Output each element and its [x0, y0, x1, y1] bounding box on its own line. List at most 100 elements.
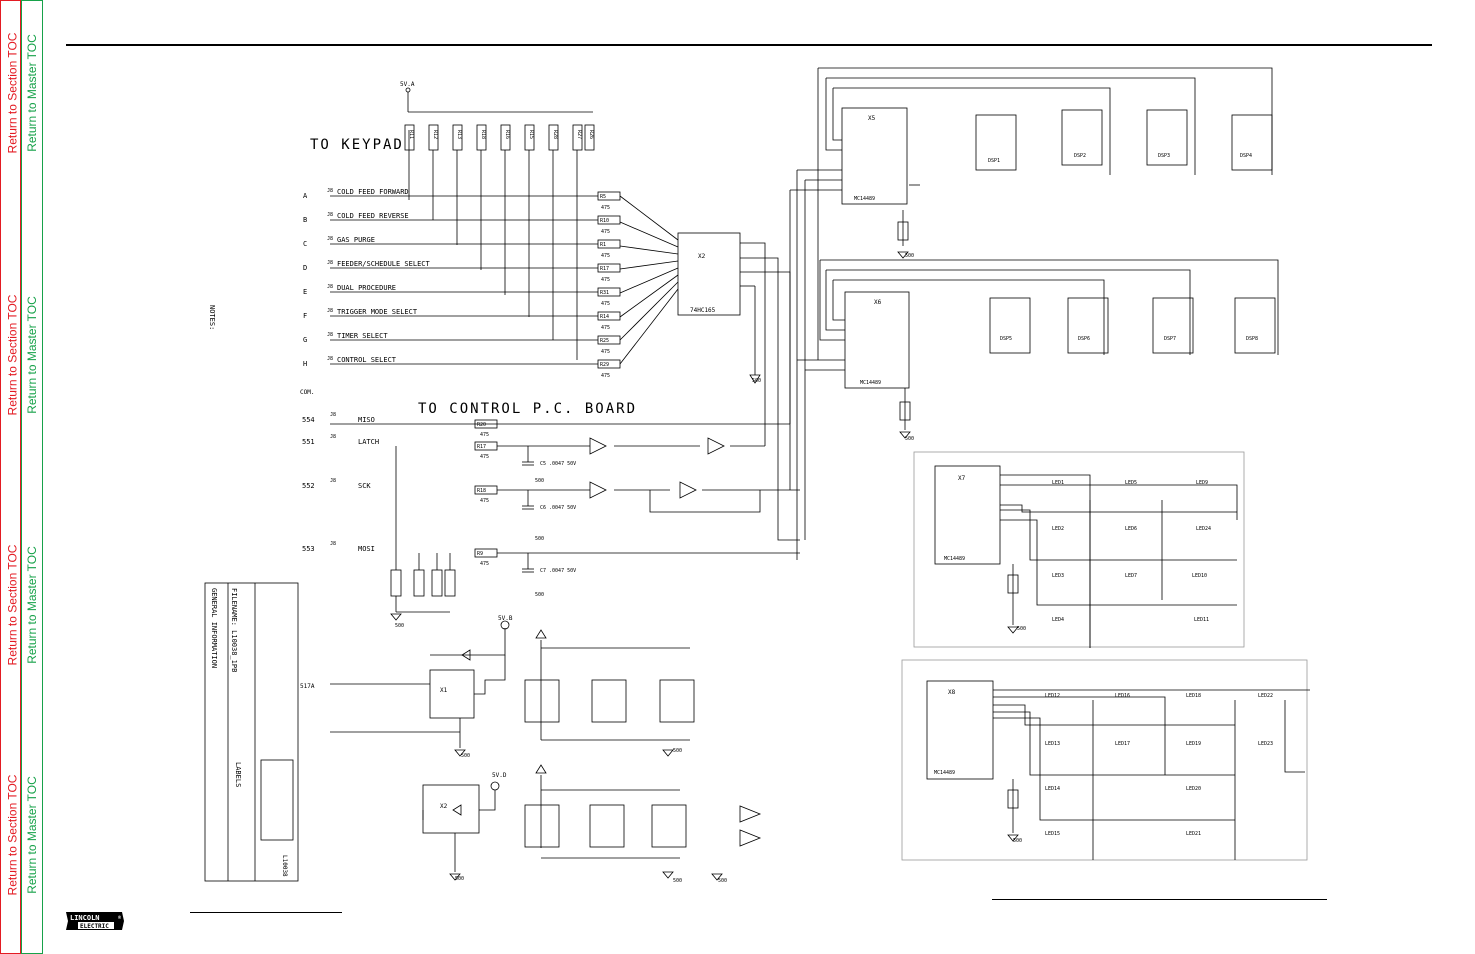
- keypad-series-resistor: [597, 215, 621, 225]
- keypad-resistor-ref: R1: [600, 242, 606, 248]
- keypad-pin-label: D: [303, 264, 307, 272]
- keypad-resistor-value: 475: [601, 301, 610, 307]
- keypad-resistor-ref: R14: [600, 314, 609, 320]
- notes-title: NOTES:: [208, 305, 216, 330]
- ground-label: 500: [905, 436, 914, 442]
- control-net-label: 553: [302, 545, 315, 553]
- doc-ref-label: L10038: [281, 855, 288, 877]
- led-label: LED16: [1115, 693, 1130, 699]
- keypad-signal-label: COLD FEED REVERSE: [337, 212, 409, 220]
- pullup-resistor-ref: R11: [408, 130, 414, 139]
- keypad-signal-label: FEEDER/SCHEDULE SELECT: [337, 260, 431, 268]
- keypad-signal-label: CONTROL SELECT: [337, 356, 397, 364]
- lincoln-electric-logo: LINCOLN ELECTRIC ®: [66, 912, 124, 930]
- pullup-resistor: [476, 124, 487, 151]
- keypad-signal-label: DUAL PROCEDURE: [337, 284, 396, 292]
- keypad-resistor-value: 475: [601, 277, 610, 283]
- pullup-resistor: [524, 124, 535, 151]
- regulator-x1-label: X1: [440, 687, 448, 694]
- ground-label: 500: [718, 878, 727, 884]
- net-517a-label: 517A: [300, 683, 315, 690]
- keypad-resistor-ref: R5: [600, 194, 606, 200]
- ground-label: 500: [673, 878, 682, 884]
- ground-label: 500: [455, 876, 464, 882]
- control-resistor-value: 475: [480, 432, 489, 438]
- pullup-resistor: [500, 124, 511, 151]
- keypad-resistor-value: 475: [601, 373, 610, 379]
- control-resistor-ref: R9: [477, 551, 483, 557]
- keypad-signal-label: TRIGGER MODE SELECT: [337, 308, 418, 316]
- to-keypad-heading: TO KEYPAD: [310, 137, 404, 153]
- keypad-resistor-ref: R25: [600, 338, 609, 344]
- pullup-resistor: [428, 124, 439, 151]
- display-driver-ref: X5: [868, 115, 876, 122]
- control-signal-label: SCK: [358, 482, 371, 490]
- led-label: LED20: [1186, 786, 1201, 792]
- capacitor-label: C5 .0047 50V: [540, 461, 576, 467]
- led-label: LED13: [1045, 741, 1060, 747]
- com-label: COM.: [300, 389, 314, 396]
- keypad-jack-label: J8: [327, 236, 333, 242]
- control-jack-label: J8: [330, 412, 336, 418]
- keypad-pin-label: H: [303, 360, 307, 368]
- display-driver-part: MC14489: [934, 770, 955, 776]
- footer-rule-right: [992, 899, 1327, 900]
- keypad-jack-label: J8: [327, 332, 333, 338]
- pullup-resistor-ref: R13: [456, 130, 462, 139]
- keypad-pin-label: B: [303, 216, 307, 224]
- keypad-jack-label: J8: [327, 188, 333, 194]
- keypad-resistor-value: 475: [601, 229, 610, 235]
- shift-register-ref: X2: [698, 253, 706, 260]
- led-label: LED9: [1196, 480, 1208, 486]
- keypad-resistor-ref: R10: [600, 218, 609, 224]
- pullup-resistor: [404, 124, 415, 151]
- pullup-resistor: [452, 124, 463, 151]
- led-label: LED10: [1192, 573, 1207, 579]
- display-driver-part: MC14489: [854, 196, 875, 202]
- led-label: LED24: [1196, 526, 1211, 532]
- led-label: LED11: [1194, 617, 1209, 623]
- keypad-series-resistor: [597, 335, 621, 345]
- led-label: LED6: [1125, 526, 1137, 532]
- keypad-jack-label: J8: [327, 284, 333, 290]
- display-driver-part: MC14489: [944, 556, 965, 562]
- keypad-series-resistor: [597, 263, 621, 273]
- seven-seg-display-label: DSP6: [1078, 336, 1090, 342]
- control-series-resistor: [474, 548, 498, 558]
- seven-seg-display-label: DSP1: [988, 158, 1000, 164]
- seven-seg-display-label: DSP5: [1000, 336, 1012, 342]
- control-resistor-ref: R18: [477, 488, 486, 494]
- regulator-x2-label: X2: [440, 803, 448, 810]
- led-label: LED3: [1052, 573, 1064, 579]
- control-jack-label: J8: [330, 478, 336, 484]
- control-series-resistor: [474, 485, 498, 495]
- seven-seg-display-label: DSP2: [1074, 153, 1086, 159]
- keypad-resistor-value: 475: [601, 325, 610, 331]
- led-label: LED14: [1045, 786, 1060, 792]
- keypad-signal-label: TIMER SELECT: [337, 332, 388, 340]
- seven-seg-display-label: DSP4: [1240, 153, 1252, 159]
- header-rule: [66, 44, 1432, 46]
- control-resistor-ref: R20: [477, 422, 486, 428]
- keypad-resistor-ref: R29: [600, 362, 609, 368]
- ground-label: 500: [395, 623, 404, 629]
- control-signal-label: LATCH: [358, 438, 379, 446]
- keypad-series-resistor: [597, 311, 621, 321]
- supply-5vb-label: 5V.B: [498, 615, 513, 622]
- keypad-pin-label: C: [303, 240, 307, 248]
- led-label: LED1: [1052, 480, 1064, 486]
- seven-seg-display-label: DSP7: [1164, 336, 1176, 342]
- keypad-pin-label: F: [303, 312, 307, 320]
- control-signal-label: MISO: [358, 416, 375, 424]
- keypad-resistor-value: 475: [601, 253, 610, 259]
- led-label: LED21: [1186, 831, 1201, 837]
- led-label: LED15: [1045, 831, 1060, 837]
- capacitor-label: C6 .0047 50V: [540, 505, 576, 511]
- led-label: LED2: [1052, 526, 1064, 532]
- footer-rule-left: [190, 912, 342, 913]
- keypad-jack-label: J8: [327, 212, 333, 218]
- display-driver-part: MC14489: [860, 380, 881, 386]
- keypad-signal-label: GAS PURGE: [337, 236, 375, 244]
- pullup-resistor-ref: R16: [504, 130, 510, 139]
- ground-label: 500: [461, 753, 470, 759]
